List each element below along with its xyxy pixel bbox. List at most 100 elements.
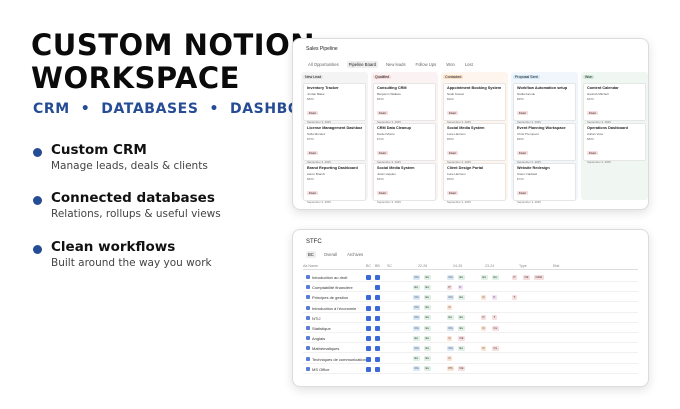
checkbox[interactable] [375,295,380,301]
card-person: Justin Hayden [377,172,397,176]
checkbox[interactable] [366,346,371,352]
column-header: BB [375,264,380,268]
checkbox[interactable] [375,336,380,342]
checkbox[interactable] [366,305,371,311]
status-badge: On [447,325,455,331]
checkbox[interactable] [375,315,380,321]
status-badge: Cx [492,325,499,331]
card-title: CRM Data Cleanup [377,126,411,130]
card-person: Owen Caldwell [517,172,538,176]
status-badge: Ok [458,366,465,372]
status-badge: C [447,305,453,311]
status-badge: On [413,305,421,311]
tab-pipeline[interactable]: Won [446,62,455,67]
checkbox[interactable] [375,346,380,352]
checkbox[interactable] [375,366,380,372]
status-badge: Ex [447,315,454,321]
column-label: Qualified [373,75,392,79]
card-title: Website Redesign [517,166,550,170]
status-badge: C [481,345,487,351]
card-person: Jordan Blake [307,92,325,96]
tab-pipeline[interactable]: Follow Ups [415,62,437,67]
page-icon [306,315,310,320]
page-icon [306,356,310,361]
checkbox[interactable] [375,356,380,362]
card-person: Sofia Mendez [307,132,326,136]
page-icon [306,366,310,371]
tab-stfc[interactable]: BC [306,251,316,258]
card-title: Content Calendar [587,86,619,90]
card-amount: $450 [587,97,594,101]
card-amount: $650 [447,137,454,141]
status-badge: Ex [424,356,431,362]
checkbox[interactable] [375,326,380,331]
checkbox[interactable] [366,336,371,342]
status-badge: Ex [424,315,431,321]
checkbox[interactable] [366,275,371,280]
tab-pipeline[interactable]: Pipeline Board [346,61,378,68]
card-amount: $700 [517,177,524,181]
row-name: MS Office [312,366,330,372]
card-tag: Fiverr [447,111,459,115]
card-title: Consulting CRM [377,86,407,90]
checkbox[interactable] [375,285,380,291]
card-person: Daniel Moore [377,132,395,136]
status-badge: On [447,294,455,300]
card-amount: $600 [307,177,314,181]
tab-pipeline[interactable]: All Opportunities [308,62,339,67]
feature-title: Connected databases [51,190,215,206]
checkbox[interactable] [375,275,380,280]
stfc-tabs: BC Overall Archives [306,251,365,258]
status-badge: CRH [534,274,544,280]
checkbox[interactable] [366,295,371,301]
status-badge: P [481,315,487,321]
checkbox[interactable] [375,305,380,311]
checkbox[interactable] [366,315,371,321]
checkbox[interactable] [366,326,371,331]
card-date: September 3, 2025 [517,200,541,204]
status-badge: C [481,325,487,331]
column-label: New Lead [303,75,324,79]
row-name: Introduction au droit [312,275,348,280]
tab-pipeline[interactable]: New leads [385,62,406,67]
status-badge: Ex [424,345,431,351]
tab-pipeline[interactable]: Lost [464,62,473,67]
card-person: Luke Harrison [447,132,466,136]
card-title: Event Planning Workspace [517,126,566,130]
card-date: September 3, 2025 [587,160,611,164]
page-icon [306,305,310,310]
checkbox[interactable] [366,366,371,372]
row-name: Principes de gestion [312,295,349,301]
status-badge: Ex [458,345,465,351]
status-badge: Ex [481,274,488,280]
tab-stfc[interactable]: Overall [323,252,338,257]
tab-stfc[interactable]: Archives [347,252,364,257]
checkbox[interactable] [366,356,371,362]
